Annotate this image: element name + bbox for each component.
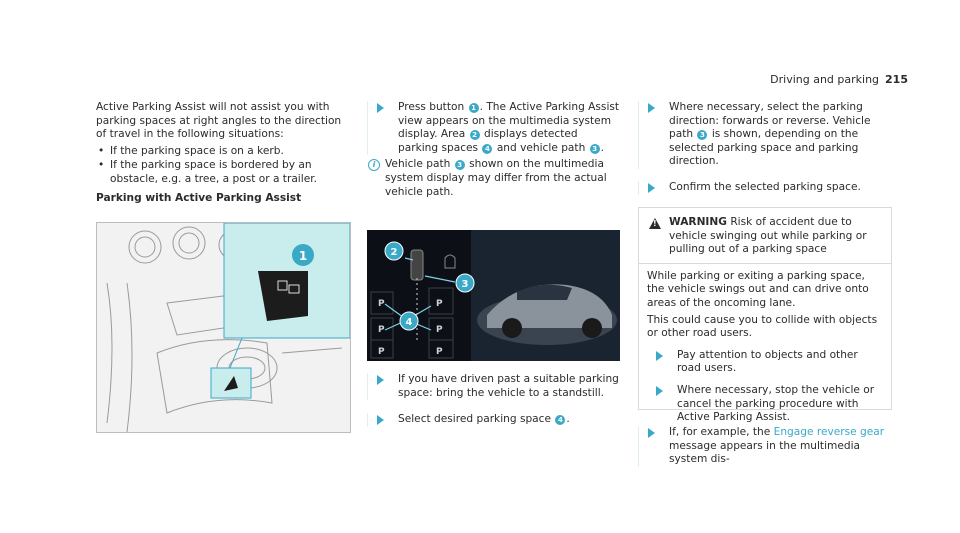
warning-title: Risk of accident due to vehicle swinging… bbox=[669, 216, 867, 256]
step-arrow-icon bbox=[377, 103, 384, 113]
section-title: Driving and parking bbox=[770, 73, 880, 86]
svg-text:P: P bbox=[378, 325, 385, 335]
bullet-kerb: If the parking space is on a kerb. bbox=[96, 145, 350, 159]
step-select-space: Select desired parking space 4. bbox=[367, 413, 621, 427]
step-stop-vehicle: If you have driven past a suitable parki… bbox=[367, 373, 621, 401]
svg-text:P: P bbox=[378, 299, 385, 309]
figure-callout-4: 4 bbox=[406, 317, 413, 328]
warning-header: WARNING Risk of accident due to vehicle … bbox=[639, 208, 891, 264]
bullet-obstacle: If the parking space is bordered by an o… bbox=[96, 159, 350, 186]
step-select-direction: Where necessary, select the parking dire… bbox=[638, 101, 892, 169]
display-drawing: P P P P P P 2 3 4 bbox=[367, 230, 620, 361]
figure-callout-1: 1 bbox=[299, 249, 307, 263]
callout-1: 1 bbox=[468, 103, 479, 113]
console-drawing: 1 bbox=[97, 223, 350, 432]
intro-text: Active Parking Assist will not assist yo… bbox=[96, 101, 342, 141]
section-heading: Parking with Active Parking Assist bbox=[96, 191, 302, 204]
callout-2: 2 bbox=[469, 130, 480, 141]
warning-label: WARNING bbox=[669, 216, 727, 228]
step-arrow-icon bbox=[656, 350, 663, 361]
figure-callout-2: 2 bbox=[391, 247, 398, 258]
column-2-lower: If you have driven past a suitable parki… bbox=[367, 373, 621, 427]
svg-text:P: P bbox=[436, 325, 443, 335]
step-arrow-icon bbox=[648, 103, 655, 113]
step-arrow-icon bbox=[648, 182, 655, 193]
column-2: Press button 1. The Active Parking Assis… bbox=[367, 101, 621, 199]
step-engage-reverse: If, for example, the Engage reverse gear… bbox=[638, 426, 892, 467]
figure-callout-3: 3 bbox=[462, 279, 469, 290]
callout-3-info: 3 bbox=[454, 160, 465, 171]
warning-body: While parking or exiting a parking space… bbox=[639, 264, 891, 431]
callout-3-path: 3 bbox=[697, 130, 708, 141]
step-arrow-icon bbox=[377, 415, 384, 426]
svg-text:P: P bbox=[378, 347, 385, 357]
column-1: Active Parking Assist will not assist yo… bbox=[96, 101, 350, 205]
callout-4: 4 bbox=[482, 143, 493, 154]
svg-text:P: P bbox=[436, 299, 443, 309]
engage-reverse-gear-message: Engage reverse gear bbox=[773, 426, 885, 438]
warning-step-attention: Pay attention to objects and other road … bbox=[647, 349, 883, 376]
console-illustration: 1 bbox=[96, 222, 351, 433]
warning-box: WARNING Risk of accident due to vehicle … bbox=[638, 207, 892, 423]
step-arrow-icon bbox=[656, 385, 663, 396]
column-3-lower: If, for example, the Engage reverse gear… bbox=[638, 426, 892, 467]
svg-text:P: P bbox=[436, 347, 443, 357]
warning-step-cancel: Where necessary, stop the vehicle or can… bbox=[647, 384, 883, 425]
info-icon: i bbox=[368, 159, 380, 172]
step-confirm-space: Confirm the selected parking space. bbox=[638, 180, 892, 195]
info-note: i Vehicle path 3 shown on the multimedia… bbox=[367, 158, 621, 199]
callout-4-select: 4 bbox=[555, 415, 566, 426]
column-3: Where necessary, select the parking dire… bbox=[638, 101, 892, 195]
page-header: Driving and parking 215 bbox=[770, 73, 908, 87]
step-press-button: Press button 1. The Active Parking Assis… bbox=[367, 101, 621, 156]
page-number: 215 bbox=[885, 73, 908, 86]
warning-text-1: While parking or exiting a parking space… bbox=[647, 269, 869, 309]
step-arrow-icon bbox=[648, 428, 655, 438]
multimedia-display-image: P P P P P P 2 3 4 bbox=[367, 230, 620, 361]
warning-text-2: This could cause you to collide with obj… bbox=[647, 313, 878, 340]
callout-3: 3 bbox=[589, 143, 600, 154]
step-arrow-icon bbox=[377, 375, 384, 385]
warning-icon bbox=[649, 218, 661, 229]
